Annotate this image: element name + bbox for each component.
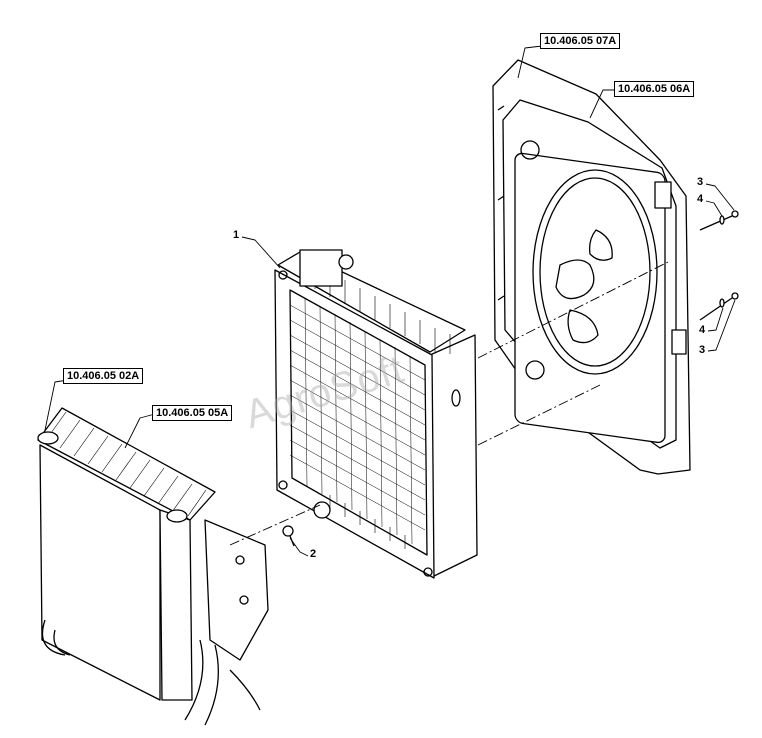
- leader-07a: [517, 45, 543, 79]
- callout-radiator: 1: [233, 229, 240, 241]
- leader-lines: [44, 45, 736, 557]
- drain-plug: [282, 525, 294, 537]
- alignment-lines: [229, 261, 669, 546]
- bolt-head: [731, 210, 739, 218]
- axis-line-lower: [229, 504, 321, 546]
- cooler-hose: [184, 639, 261, 726]
- filler-neck: [299, 249, 343, 287]
- charge-air-cooler: [37, 407, 269, 726]
- reference-label-07a[interactable]: 10.406.05 07A: [540, 33, 621, 49]
- mount-bracket: [654, 181, 672, 209]
- mount-hole: [278, 270, 288, 280]
- fan-blade: [588, 229, 613, 261]
- side-port: [451, 389, 461, 407]
- callout-drain-plug: 2: [310, 548, 317, 560]
- mount-hole: [423, 567, 433, 577]
- callout-washer-bottom: 4: [699, 324, 706, 336]
- washer-top: [719, 215, 725, 225]
- radiator-lower-fins: [329, 495, 406, 549]
- leader-4-bottom: [707, 307, 724, 332]
- leader-1: [241, 236, 281, 269]
- bolt-head: [731, 292, 739, 300]
- bracket-hole: [239, 595, 249, 605]
- mount-hole: [278, 480, 288, 490]
- leader-3-top: [705, 183, 735, 211]
- leader-2: [289, 537, 309, 557]
- callout-bolt-bottom: 3: [699, 344, 706, 356]
- filler-cap: [338, 254, 354, 270]
- bolt-top: [699, 215, 733, 231]
- fan-blade: [567, 309, 599, 344]
- cooler-side: [159, 509, 193, 701]
- cooler-bracket: [204, 519, 269, 661]
- leader-06a: [589, 89, 615, 119]
- radiator-outlet: [313, 501, 331, 519]
- washer-bottom: [719, 298, 725, 308]
- bolt-bottom: [699, 297, 733, 321]
- leader-05a: [124, 413, 156, 449]
- radiator-grid: [289, 297, 426, 545]
- bracket-hole: [235, 555, 245, 565]
- shroud-opening: [514, 152, 666, 444]
- hose-fitting: [520, 140, 540, 160]
- cooler-lower-hose: [41, 619, 71, 656]
- fan-shroud: [492, 59, 691, 475]
- axis-line-middle: [477, 384, 601, 446]
- fan-ring-inner: [539, 177, 651, 367]
- shroud-flange: [497, 105, 505, 301]
- cooler-face: [39, 444, 161, 701]
- reference-label-06a[interactable]: 10.406.05 06A: [614, 81, 695, 97]
- radiator-side: [429, 334, 478, 578]
- fan-blade: [555, 259, 595, 300]
- leader-3-bottom: [707, 299, 736, 352]
- radiator: [274, 249, 478, 579]
- hose-fitting: [525, 360, 545, 380]
- cooler-fins: [45, 411, 207, 517]
- reference-label-02a[interactable]: 10.406.05 02A: [63, 368, 144, 384]
- mount-bracket: [671, 329, 687, 355]
- cooler-top: [37, 407, 216, 521]
- reference-label-05a[interactable]: 10.406.05 05A: [152, 405, 233, 421]
- fan-ring: [532, 169, 658, 375]
- callout-bolt-top: 3: [697, 176, 704, 188]
- callout-washer-top: 4: [697, 193, 704, 205]
- cooler-outlet: [166, 509, 188, 523]
- leader-4-top: [705, 200, 723, 217]
- cooler-inlet: [37, 431, 59, 445]
- radiator-face: [274, 269, 435, 579]
